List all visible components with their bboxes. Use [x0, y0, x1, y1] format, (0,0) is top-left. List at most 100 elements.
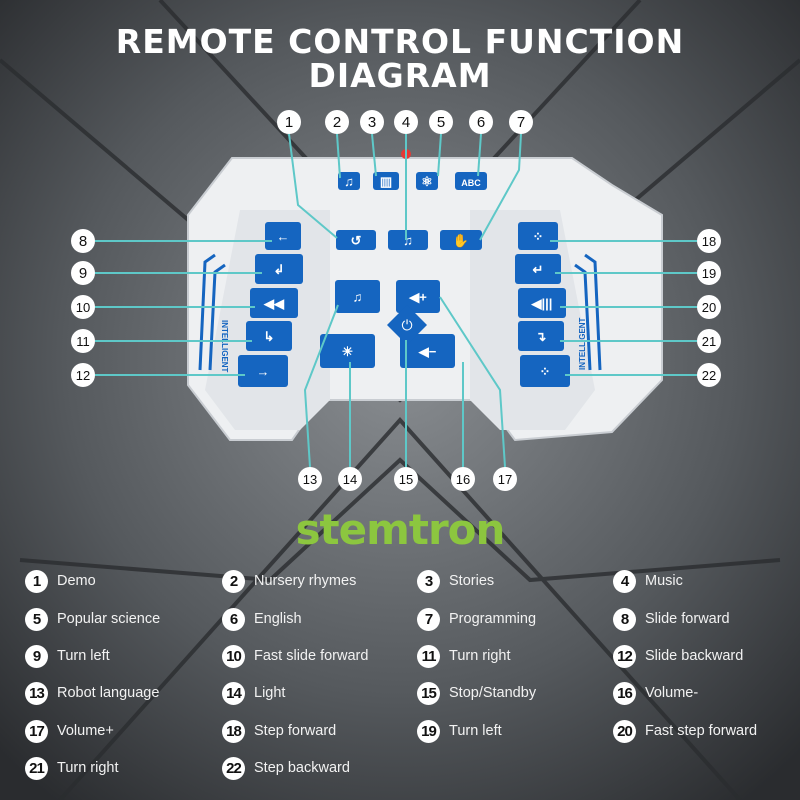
leader-line-1	[288, 133, 338, 239]
volume-up-button[interactable]: ◀+	[396, 280, 440, 313]
button-icon: ✋	[453, 233, 469, 248]
legend-label: Turn right	[449, 648, 511, 664]
leader-line-2	[336, 133, 341, 179]
svg-text:12: 12	[76, 368, 90, 383]
legend-label: Robot language	[57, 685, 160, 701]
turn-left-button[interactable]: ↲	[255, 254, 303, 284]
button-icon: →	[257, 364, 270, 379]
svg-text:2: 2	[333, 114, 341, 131]
legend-number: 14	[222, 681, 245, 705]
callout-15: 15	[394, 467, 418, 491]
callout-7: 7	[509, 110, 533, 134]
legend-label: Stories	[449, 573, 495, 589]
fast-step-forward-button[interactable]: ◀|||	[518, 288, 566, 318]
legend-number: 3	[417, 569, 440, 593]
svg-text:3: 3	[368, 114, 376, 131]
callout-14: 14	[338, 467, 362, 491]
callout-13: 13	[298, 467, 322, 491]
leader-line-13	[303, 304, 339, 468]
callout-20: 20	[697, 295, 721, 319]
button-icon: ♫	[344, 174, 354, 189]
callout-12: 12	[71, 363, 95, 387]
music-button[interactable]: ♫	[388, 230, 428, 250]
svg-text:11: 11	[76, 334, 90, 349]
legend-number: 13	[25, 681, 48, 705]
turn-left-button-19[interactable]: ↵	[515, 254, 561, 284]
turn-right-button[interactable]: ↳	[246, 321, 292, 351]
legend-number: 12	[613, 644, 636, 668]
intelligent-label-left: INTELLIGENT	[220, 320, 229, 373]
english-button[interactable]: ABC	[455, 172, 487, 190]
callout-8: 8	[71, 229, 95, 253]
popular-science-button[interactable]: ⚛	[416, 172, 438, 190]
svg-text:6: 6	[477, 114, 485, 131]
svg-text:4: 4	[402, 114, 410, 131]
callout-3: 3	[360, 110, 384, 134]
button-icon: ↲	[274, 262, 285, 277]
legend-number: 8	[613, 607, 636, 631]
legend-number: 1	[25, 569, 48, 593]
step-forward-button-18[interactable]: ⁘	[518, 222, 558, 250]
callout-6: 6	[469, 110, 493, 134]
svg-text:16: 16	[456, 472, 470, 487]
legend-item-10: 10 Fast slide forward	[222, 644, 368, 668]
robot-language-button[interactable]: ♫	[335, 280, 380, 313]
step-backward-button[interactable]: ⁘	[520, 355, 570, 387]
callout-16: 16	[451, 467, 475, 491]
callout-11: 11	[71, 329, 95, 353]
volume-down-button[interactable]: ◀−	[400, 334, 455, 368]
slide-backward-button[interactable]: →	[238, 355, 288, 387]
leader-line-7	[479, 133, 522, 241]
legend-label: Stop/Standby	[449, 685, 537, 701]
legend-number: 17	[25, 719, 48, 743]
callout-21: 21	[697, 329, 721, 353]
button-icon: ⚛	[421, 174, 433, 189]
legend-number: 11	[417, 644, 440, 668]
leader-line-6	[477, 133, 482, 177]
stories-button[interactable]: ▥	[373, 172, 399, 190]
svg-text:19: 19	[702, 266, 716, 281]
legend-label: Light	[254, 685, 286, 701]
fast-slide-forward-button[interactable]: ◀◀	[250, 288, 298, 318]
demo-button[interactable]: ↺	[336, 230, 376, 250]
button-icon: ⁘	[533, 229, 544, 244]
button-icon: ↺	[351, 233, 362, 248]
legend-label: Slide backward	[645, 648, 744, 664]
legend-item-13: 13 Robot language	[25, 681, 159, 705]
legend-item-11: 11 Turn right	[417, 644, 511, 668]
callout-5: 5	[429, 110, 453, 134]
power-button[interactable]: ⏻	[387, 305, 427, 345]
callout-4: 4	[394, 110, 418, 134]
svg-text:10: 10	[76, 300, 90, 315]
turn-right-button-21[interactable]: ↴	[518, 321, 564, 351]
legend-label: Fast slide forward	[254, 648, 369, 664]
svg-text:14: 14	[343, 472, 357, 487]
button-icon: ☀	[342, 344, 354, 359]
svg-text:17: 17	[498, 472, 512, 487]
programming-button[interactable]: ✋	[440, 230, 482, 250]
legend-label: English	[254, 611, 302, 627]
slide-forward-button[interactable]: ←	[265, 222, 301, 250]
button-icon: ↵	[533, 262, 544, 277]
button-icon: ⁘	[540, 364, 551, 379]
button-icon: ◀+	[408, 290, 427, 305]
nursery-rhymes-button[interactable]: ♫	[338, 172, 360, 190]
svg-text:1: 1	[285, 114, 293, 131]
legend-label: Step backward	[254, 760, 350, 776]
callout-1: 1	[277, 110, 301, 134]
svg-text:18: 18	[702, 234, 716, 249]
light-button[interactable]: ☀	[320, 334, 375, 368]
leader-line-5	[437, 133, 442, 177]
legend-number: 10	[222, 644, 245, 668]
